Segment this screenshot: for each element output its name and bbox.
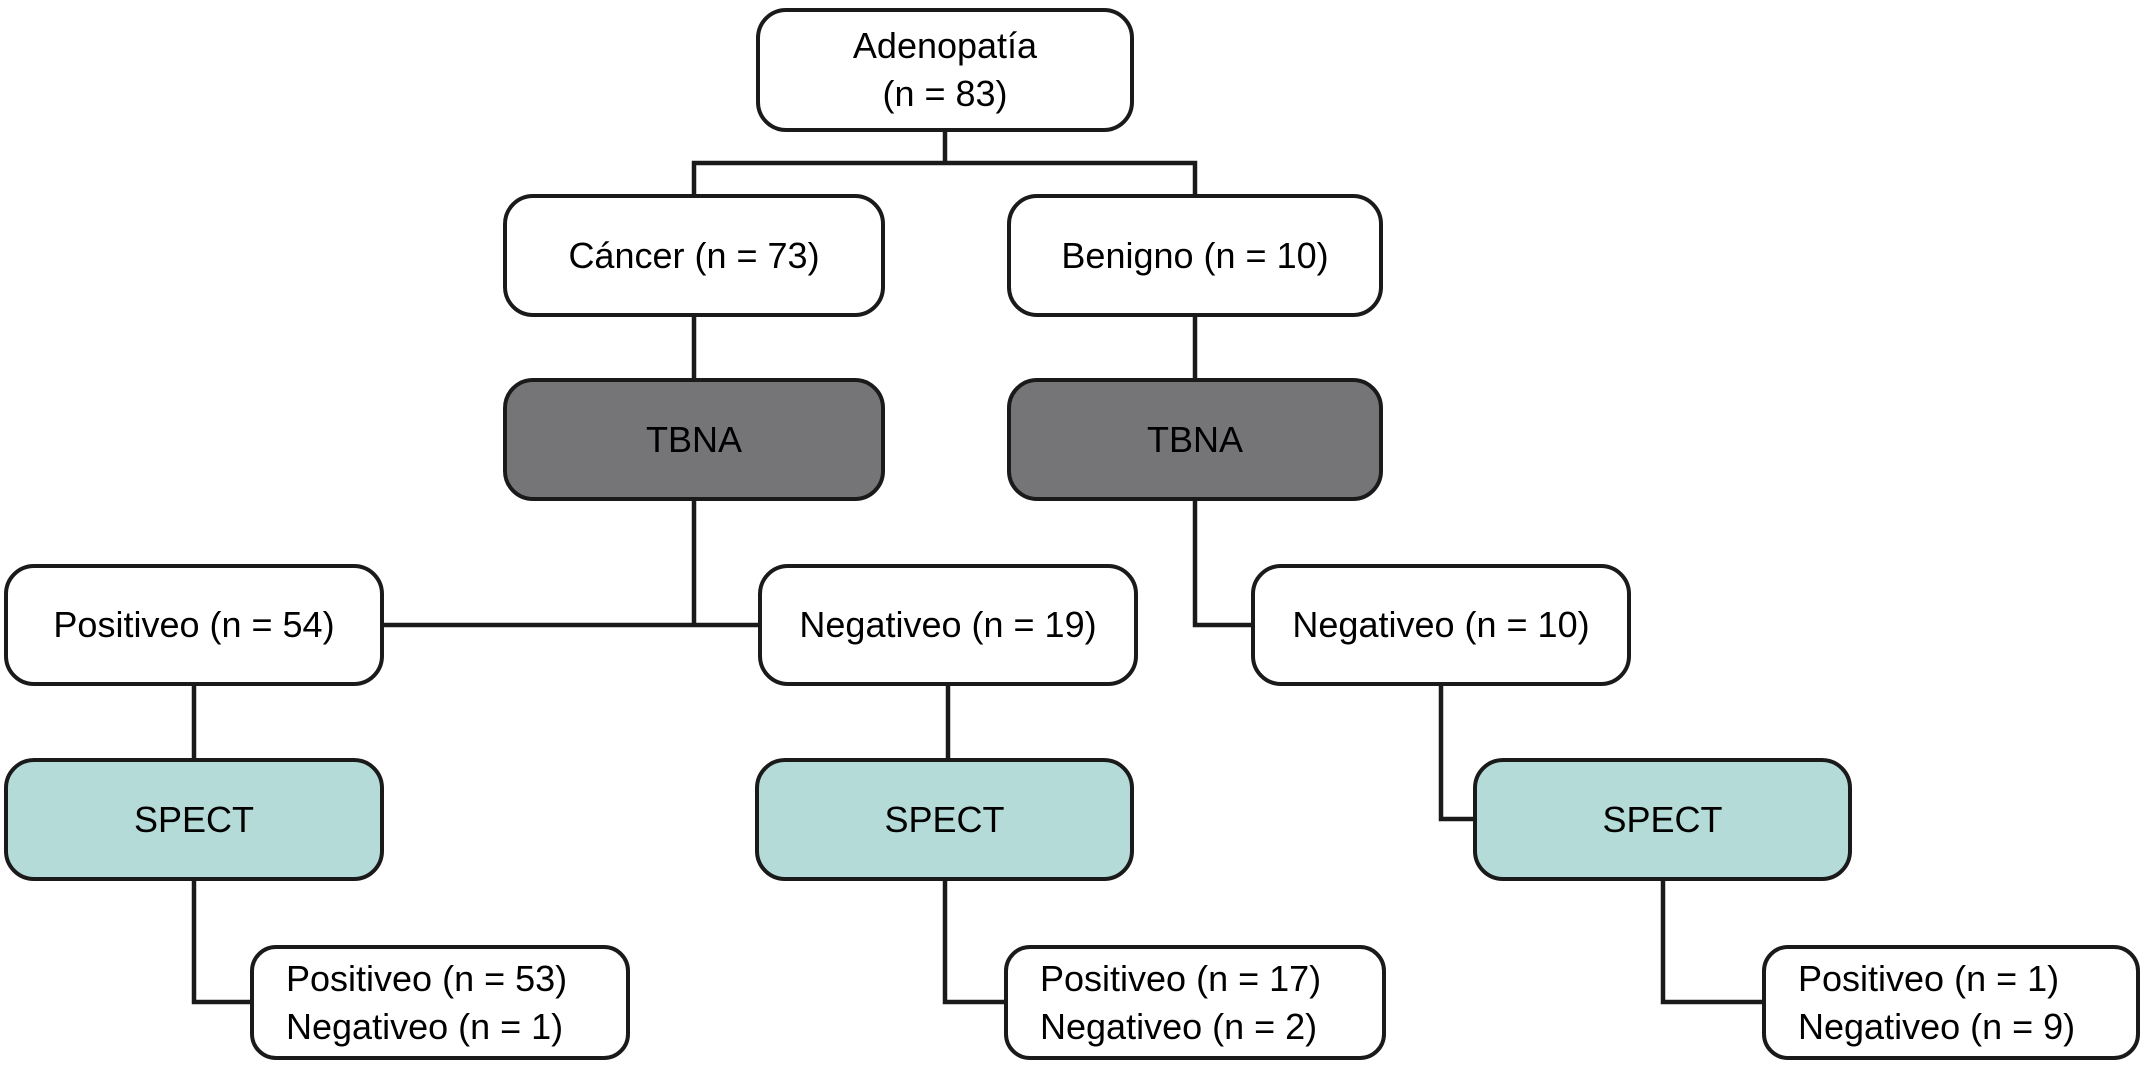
connector-splitter — [691, 160, 1198, 194]
node-cancer: Cáncer (n = 73) — [503, 194, 885, 317]
node-result-right-line1: Positiveo (n = 1) — [1798, 957, 2060, 999]
node-result-middle: Positiveo (n = 17) Negativeo (n = 2) — [1004, 945, 1386, 1060]
node-tbna-positivo: Positiveo (n = 54) — [4, 564, 384, 686]
connector-spect-right-result — [1660, 881, 1762, 1005]
node-spect-middle: SPECT — [755, 758, 1134, 881]
node-adenopatia: Adenopatía (n = 83) — [756, 8, 1134, 132]
node-result-right-line2: Negativeo (n = 9) — [1798, 1005, 2076, 1047]
node-adenopatia-line1: Adenopatía — [852, 25, 1038, 67]
node-result-left-line2: Negativeo (n = 1) — [286, 1005, 564, 1047]
node-tbna-negativo: Negativeo (n = 19) — [758, 564, 1138, 686]
node-spect-left-label: SPECT — [133, 798, 255, 840]
node-cancer-label: Cáncer (n = 73) — [568, 234, 820, 276]
node-tbna-negativo-label: Negativeo (n = 19) — [799, 604, 1097, 646]
connector-tbna-right-elbow — [1192, 501, 1251, 628]
node-tbna-benigno-label: TBNA — [1146, 418, 1243, 460]
node-result-left-line1: Positiveo (n = 53) — [286, 957, 568, 999]
node-spect-right: SPECT — [1473, 758, 1852, 881]
node-result-middle-line2: Negativeo (n = 2) — [1040, 1005, 1318, 1047]
node-benigno-negativo-label: Negativeo (n = 10) — [1292, 604, 1590, 646]
node-spect-middle-label: SPECT — [884, 798, 1005, 840]
node-result-left: Positiveo (n = 53) Negativeo (n = 1) — [250, 945, 630, 1060]
node-benigno-label: Benigno (n = 10) — [1061, 234, 1329, 276]
connector-spect-left-result — [191, 881, 250, 1005]
node-spect-right-label: SPECT — [1602, 798, 1723, 840]
node-tbna-cancer: TBNA — [503, 378, 885, 501]
node-tbna-benigno: TBNA — [1007, 378, 1383, 501]
connector-neg10-spect-elbow — [1438, 686, 1473, 822]
node-result-middle-line1: Positiveo (n = 17) — [1040, 957, 1322, 999]
connector-spect-mid-result — [942, 881, 1004, 1005]
node-benigno-negativo: Negativeo (n = 10) — [1251, 564, 1631, 686]
node-tbna-positivo-label: Positiveo (n = 54) — [53, 604, 335, 646]
node-tbna-cancer-label: TBNA — [645, 418, 742, 460]
node-benigno: Benigno (n = 10) — [1007, 194, 1383, 317]
node-result-right: Positiveo (n = 1) Negativeo (n = 9) — [1762, 945, 2140, 1060]
node-spect-left: SPECT — [4, 758, 384, 881]
node-adenopatia-line2: (n = 83) — [882, 73, 1008, 114]
